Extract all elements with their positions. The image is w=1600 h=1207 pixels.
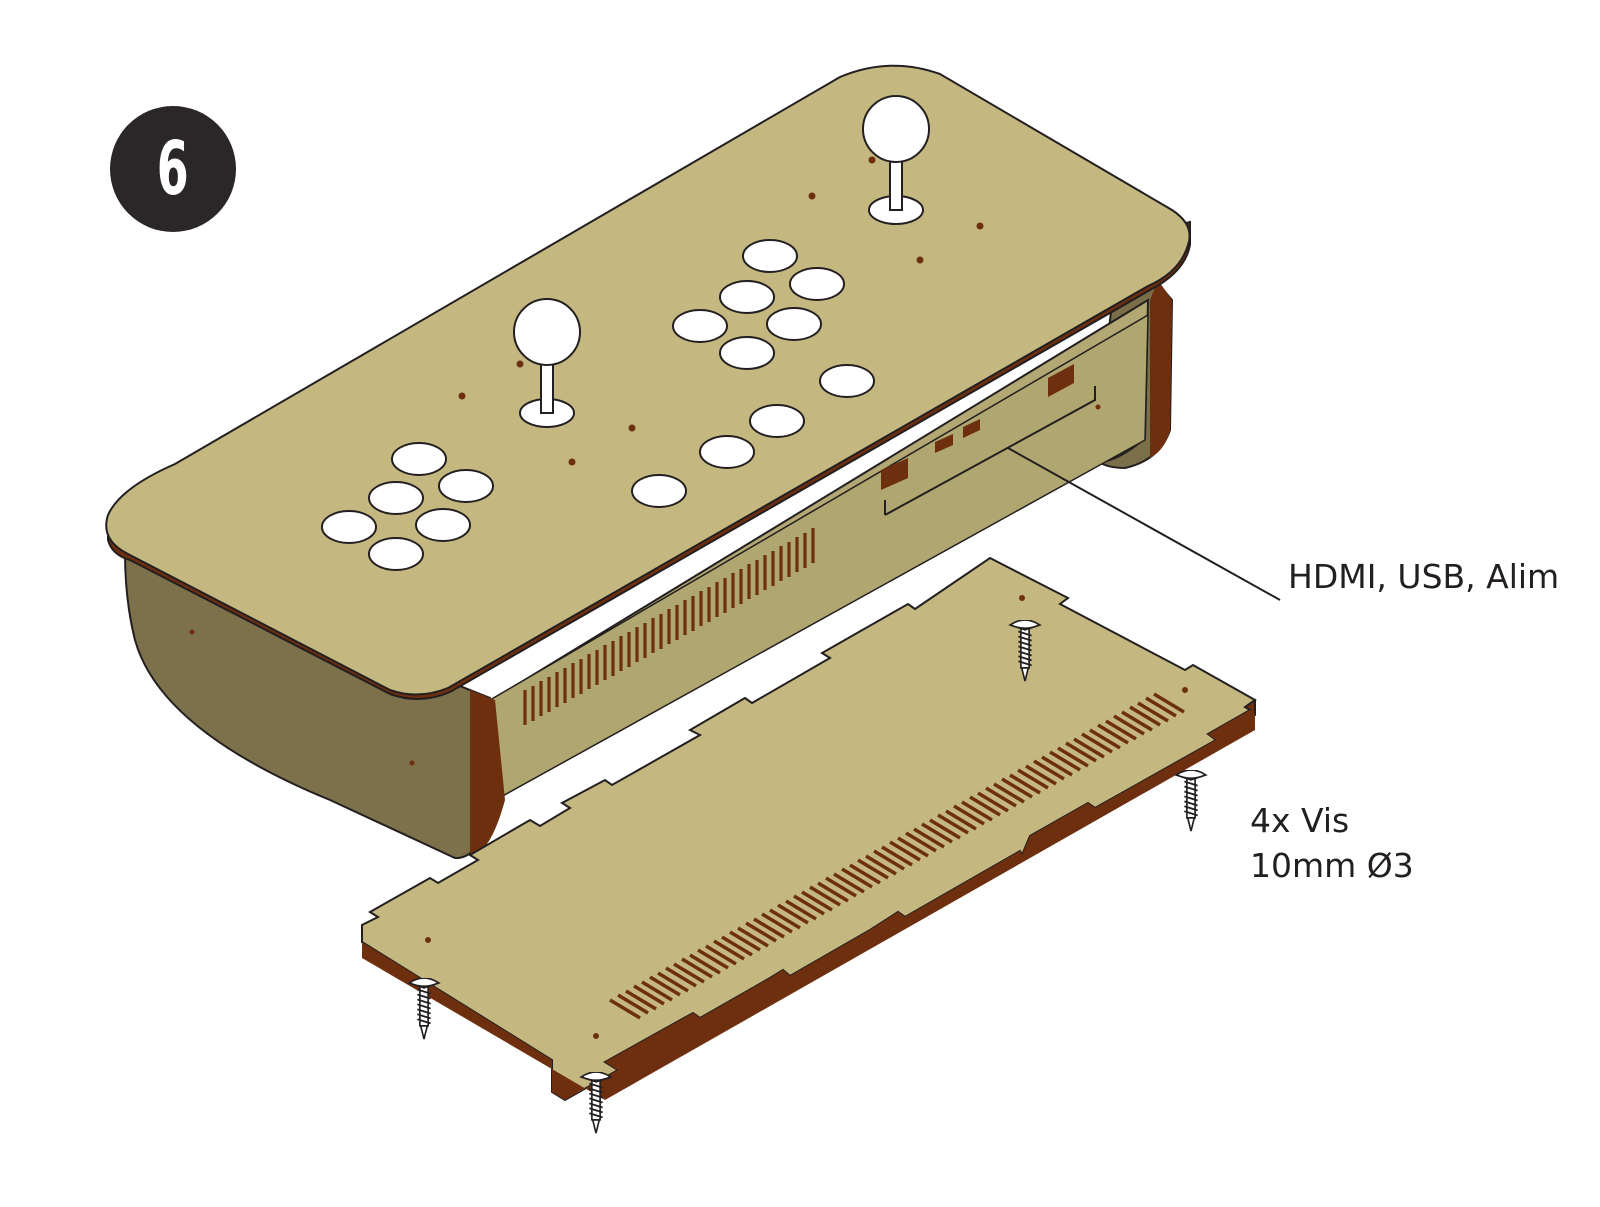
joystick-right bbox=[862, 95, 930, 225]
step-number: 6 bbox=[157, 126, 189, 212]
top-panel bbox=[105, 64, 1191, 700]
top-panel-face bbox=[105, 64, 1191, 696]
mounting-holes-top bbox=[458, 156, 984, 466]
vent-slots-bottom bbox=[609, 692, 1185, 1020]
callout-leader-line bbox=[1007, 447, 1281, 601]
port-panel-outline bbox=[884, 386, 1096, 516]
screw-icon bbox=[1174, 770, 1208, 833]
vent-slots-front bbox=[523, 528, 815, 725]
screws-callout-line2: 10mm Ø3 bbox=[1250, 845, 1414, 885]
bottom-plate bbox=[361, 556, 1257, 1102]
ports-callout-label: HDMI, USB, Alim bbox=[1288, 557, 1560, 596]
step-number-badge: 6 bbox=[110, 106, 236, 232]
screws-callout-label: 4x Vis 10mm Ø3 bbox=[1250, 799, 1414, 889]
screws-callout-line1: 4x Vis bbox=[1250, 801, 1350, 840]
mounting-holes-bottom bbox=[425, 595, 1188, 1039]
port-cutouts bbox=[881, 364, 1074, 490]
joystick-left bbox=[513, 298, 581, 428]
buttons-right-cluster bbox=[631, 239, 875, 508]
console-body bbox=[123, 278, 1174, 860]
buttons-left-cluster bbox=[321, 442, 494, 571]
